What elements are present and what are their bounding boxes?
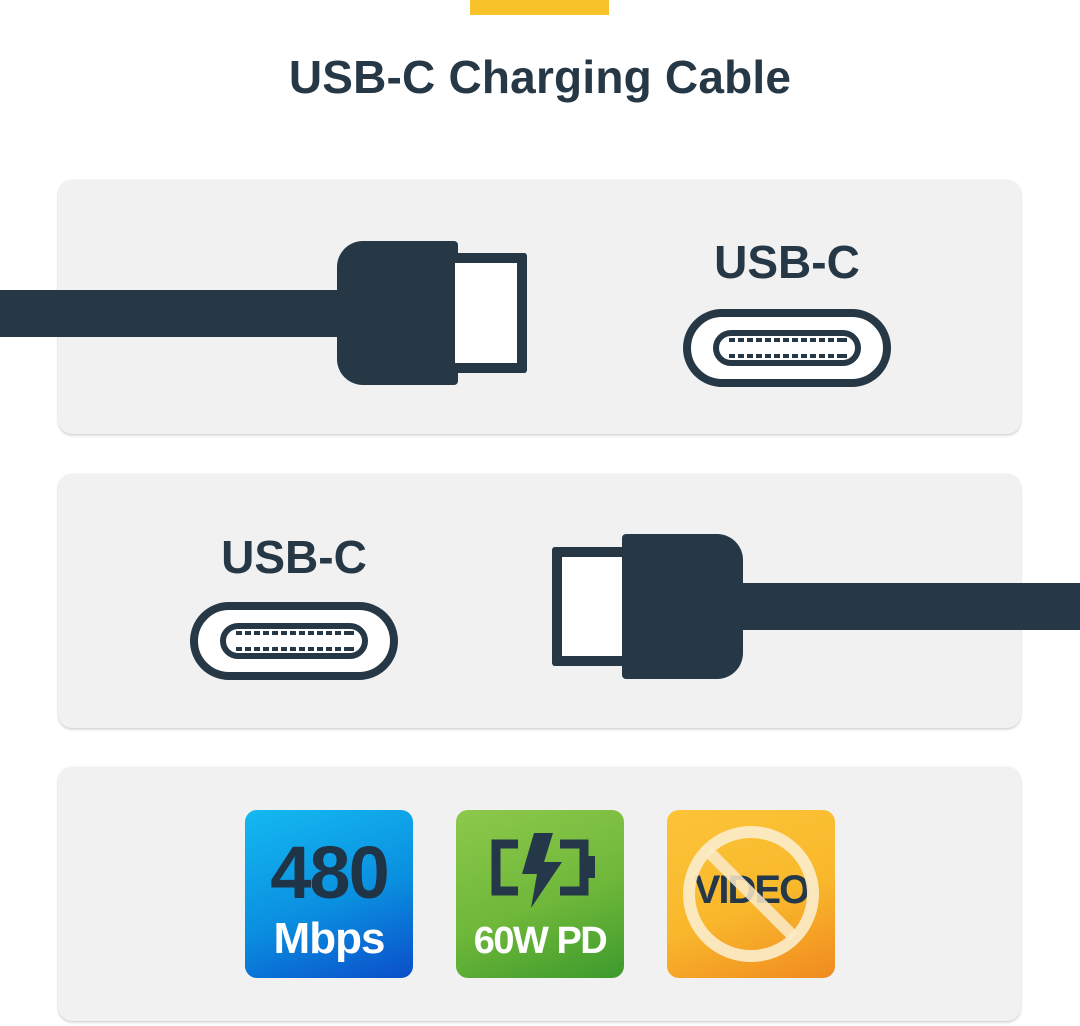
usb-c-plug-tip-2	[552, 547, 625, 666]
no-video-icon	[683, 826, 819, 962]
battery-charging-icon	[491, 833, 595, 908]
accent-bar	[470, 0, 609, 15]
speed-unit: Mbps	[273, 914, 386, 963]
speed-value: 480	[270, 831, 389, 914]
page-title: USB-C Charging Cable	[288, 51, 792, 103]
cable-left	[0, 290, 345, 337]
cable-right	[735, 583, 1080, 630]
power-badge: 60W PD	[456, 810, 624, 978]
power-label: 60W PD	[473, 920, 608, 962]
usb-c-port-icon	[683, 309, 891, 387]
usb-c-plug-body-1	[337, 241, 458, 385]
port-label-1: USB-C	[714, 236, 860, 288]
speed-badge: 480 Mbps	[245, 810, 413, 978]
port-label-2: USB-C	[221, 531, 367, 583]
usb-c-port-icon	[190, 602, 398, 680]
usb-c-plug-body-2	[622, 534, 743, 679]
usb-c-plug-tip-1	[455, 253, 527, 373]
video-badge: VIDEO	[667, 810, 835, 978]
